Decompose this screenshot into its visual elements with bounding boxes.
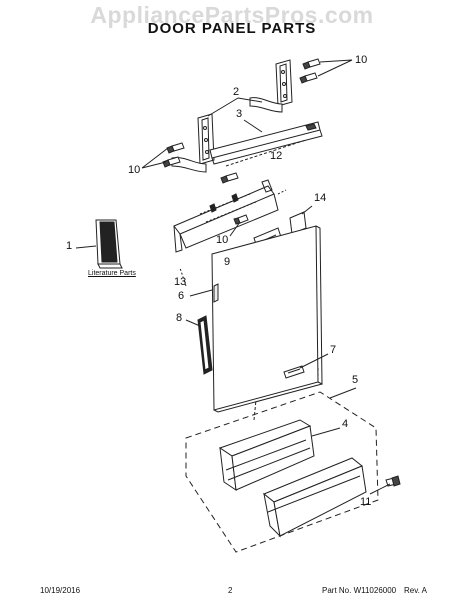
screw-icon: [220, 172, 239, 184]
callout-3: 3: [236, 108, 243, 120]
screw-icon: [305, 123, 317, 131]
footer-page-number: 2: [228, 586, 233, 595]
screw-icon: [299, 72, 318, 84]
callout-13: 13: [174, 276, 187, 288]
footer-revision: Rev. A: [404, 586, 427, 595]
badge: [283, 365, 305, 379]
callout-4: 4: [342, 418, 349, 430]
control-console: [173, 179, 279, 253]
watermark: AppliancePartsPros.com: [90, 2, 374, 28]
cross-bar: [209, 121, 323, 165]
hinge-bracket-left: [171, 113, 215, 173]
callout-10-center: 10: [216, 234, 229, 246]
literature-book-icon: [95, 219, 123, 269]
callout-8: 8: [176, 312, 183, 324]
callout-12: 12: [270, 150, 283, 162]
callout-14: 14: [314, 192, 327, 204]
label-plate: [289, 211, 307, 235]
callout-10-top-right: 10: [355, 54, 368, 66]
screw-icon: [302, 58, 321, 70]
screw-icon: [385, 475, 401, 487]
footer-part-number: Part No. W11026000: [322, 586, 397, 595]
callout-5: 5: [352, 374, 359, 386]
lower-toe-panel: [263, 457, 367, 538]
callout-2: 2: [233, 86, 240, 98]
callout-6: 6: [178, 290, 185, 302]
callout-7: 7: [330, 344, 337, 356]
callout-11: 11: [360, 496, 372, 508]
screw-icon: [162, 156, 181, 168]
gasket-strip: [197, 315, 213, 375]
hinge-bracket-right: [249, 59, 293, 113]
kit-boundary: [185, 391, 379, 553]
literature-parts-label: Literature Parts: [88, 270, 136, 277]
footer-date: 10/19/2016: [40, 586, 81, 595]
screw-icon: [166, 142, 185, 154]
screw-icon: [233, 214, 249, 225]
callout-10-left: 10: [128, 164, 141, 176]
page-title: DOOR PANEL PARTS: [147, 20, 317, 37]
callout-1: 1: [66, 240, 73, 252]
toe-panel-icon: [218, 419, 315, 492]
door-panel-icon: [211, 225, 323, 413]
callout-9: 9: [224, 256, 231, 268]
